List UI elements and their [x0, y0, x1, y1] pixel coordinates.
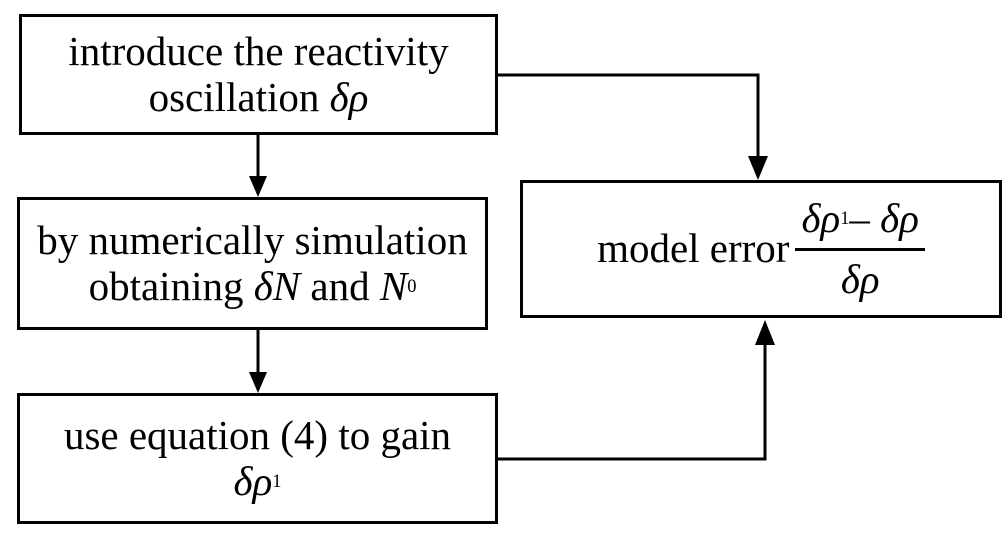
model-error-label: model error: [597, 225, 790, 272]
arrow-box2-to-box3: [249, 329, 267, 393]
box-numerical-simulation: by numerically simulation obtaining δN a…: [17, 197, 488, 330]
numerator-delta-rho1: δρ: [801, 194, 841, 241]
arrow-box1-to-box2: [249, 134, 267, 197]
box3-line1: use equation (4) to gain: [63, 411, 452, 458]
box2-and-text: and: [310, 262, 370, 309]
box1-line2: oscillation δρ: [148, 73, 369, 121]
delta-rho1-symbol: δρ: [233, 457, 273, 504]
n0-symbol: N: [379, 262, 408, 309]
arrow-box3-to-box4: [496, 320, 775, 461]
rho1-subscript: 1: [272, 471, 282, 492]
n0-subscript: 0: [407, 276, 417, 297]
box2-obtaining-text: obtaining: [88, 262, 244, 309]
arrow-box1-to-box4: [496, 73, 768, 180]
numerator-minus: –: [849, 194, 870, 241]
numerator-delta-rho: δρ: [880, 194, 919, 241]
fraction-denominator: δρ: [840, 255, 880, 302]
delta-rho-symbol: δρ: [329, 73, 369, 120]
box1-oscillation-text: oscillation: [148, 73, 320, 120]
numerator-subscript: 1: [840, 208, 850, 229]
box2-line1: by numerically simulation: [37, 216, 468, 263]
box-introduce-oscillation: introduce the reactivity oscillation δρ: [19, 14, 498, 135]
delta-n-symbol: δN: [253, 262, 301, 309]
box1-line1: introduce the reactivity: [68, 27, 449, 74]
fraction-bar: [795, 247, 925, 251]
